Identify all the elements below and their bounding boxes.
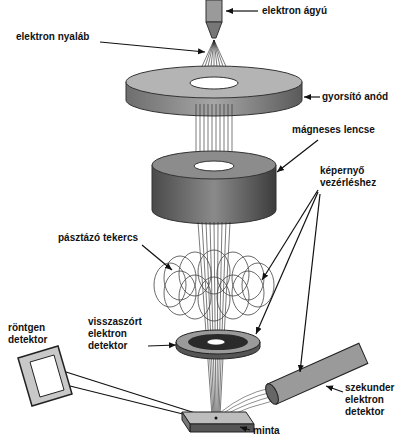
backscatter-detector — [176, 330, 260, 359]
accelerating-anode — [126, 66, 302, 116]
leader-arrow — [100, 11, 343, 430]
part-label: képernyő vezérléshez — [320, 165, 390, 189]
electron-beam — [198, 222, 230, 416]
scan-coil — [154, 250, 274, 321]
part-label: röntgen detektor — [8, 322, 64, 346]
sample — [182, 412, 254, 432]
part-label: pásztázó tekercs — [58, 232, 178, 244]
part-label: mágneses lencse — [292, 124, 412, 136]
magnetic-lens — [152, 151, 276, 224]
electron-gun — [206, 0, 222, 38]
part-label: gyorsító anód — [322, 91, 414, 103]
x-ray-detector — [18, 346, 211, 421]
part-label: elektron nyaláb — [16, 31, 116, 43]
part-label: elektron ágyú — [262, 5, 382, 17]
part-label: szekunder elektron detektor — [345, 382, 411, 418]
part-label: visszaszórt elektron detektor — [88, 316, 150, 352]
part-label: minta — [253, 425, 303, 437]
